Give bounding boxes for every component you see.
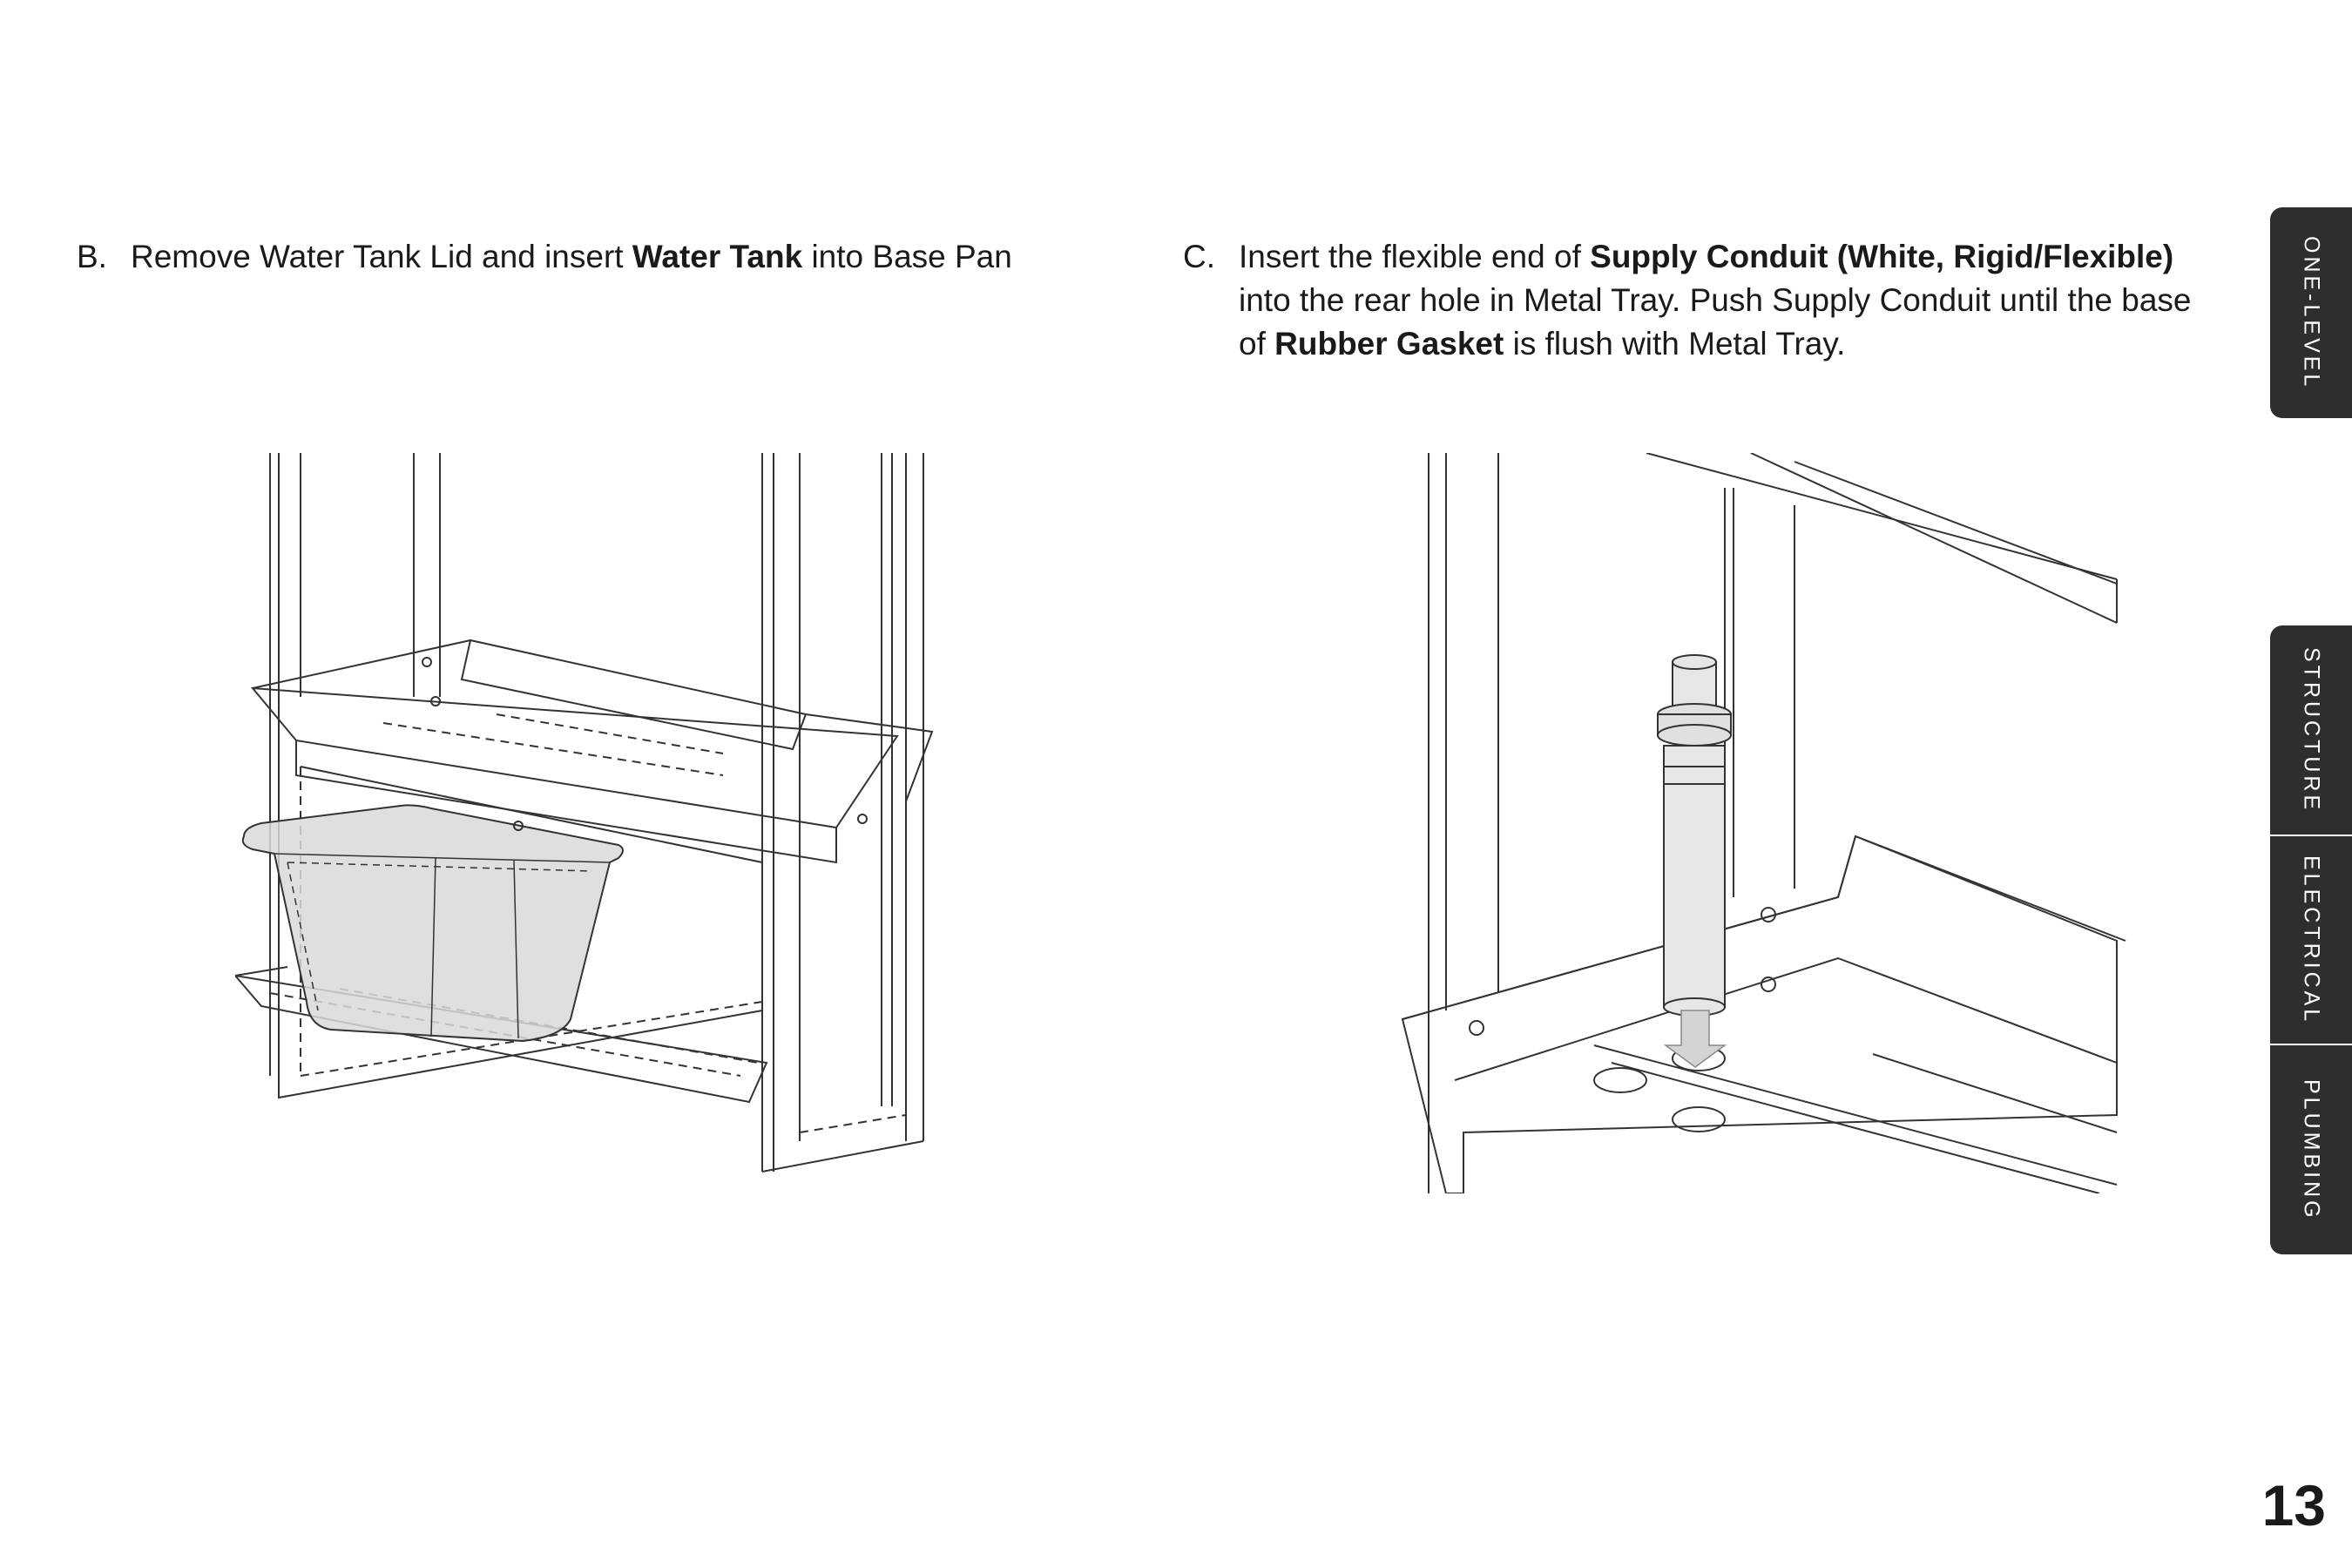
step-b-text-part: into Base Pan bbox=[802, 239, 1012, 274]
step-b-instruction: B. Remove Water Tank Lid and insert Wate… bbox=[77, 235, 1122, 279]
tab-structure-label: STRUCTURE bbox=[2299, 646, 2324, 814]
step-c-text: Insert the flexible end of Supply Condui… bbox=[1239, 235, 2211, 366]
supply-conduit-illustration bbox=[1401, 453, 2126, 1193]
tab-structure[interactable]: STRUCTURE bbox=[2270, 625, 2352, 835]
water-tank bbox=[241, 804, 624, 1043]
water-tank-illustration bbox=[235, 453, 934, 1173]
step-c-text-part: is flush with Metal Tray. bbox=[1504, 326, 1846, 362]
frame-uprights bbox=[1428, 453, 1795, 1193]
step-b-bold-water-tank: Water Tank bbox=[632, 239, 803, 274]
tab-plumbing-label: PLUMBING bbox=[2299, 1078, 2324, 1221]
right-upright bbox=[761, 453, 924, 1173]
step-c-bold-supply-conduit: Supply Conduit (White, Rigid/Flexible) bbox=[1590, 239, 2174, 274]
tab-one-level[interactable]: ONE-LEVEL bbox=[2270, 207, 2352, 418]
tab-electrical-label: ELECTRICAL bbox=[2299, 855, 2324, 1025]
step-c-text-part: Insert the flexible end of bbox=[1239, 239, 1591, 274]
step-c-instruction: C. Insert the flexible end of Supply Con… bbox=[1183, 235, 2211, 366]
metal-tray bbox=[1401, 835, 2126, 1193]
tab-electrical[interactable]: ELECTRICAL bbox=[2270, 836, 2352, 1044]
supply-conduit bbox=[1657, 654, 1732, 1017]
step-b-text: Remove Water Tank Lid and insert Water T… bbox=[131, 235, 1122, 279]
tab-plumbing[interactable]: PLUMBING bbox=[2270, 1045, 2352, 1254]
step-c-letter: C. bbox=[1183, 239, 1215, 274]
tab-one-level-label: ONE-LEVEL bbox=[2299, 235, 2324, 390]
top-beams bbox=[1646, 453, 2118, 624]
step-c-bold-rubber-gasket: Rubber Gasket bbox=[1274, 326, 1504, 362]
page-number: 13 bbox=[2261, 1473, 2326, 1538]
down-arrow-icon bbox=[1663, 1010, 1727, 1068]
upper-metal-tray bbox=[250, 639, 934, 864]
step-b-text-part: Remove Water Tank Lid and insert bbox=[131, 239, 632, 274]
step-c-text-part: into the rear hole in Metal Tray. Push S… bbox=[1239, 282, 2192, 362]
step-b-letter: B. bbox=[77, 239, 107, 274]
